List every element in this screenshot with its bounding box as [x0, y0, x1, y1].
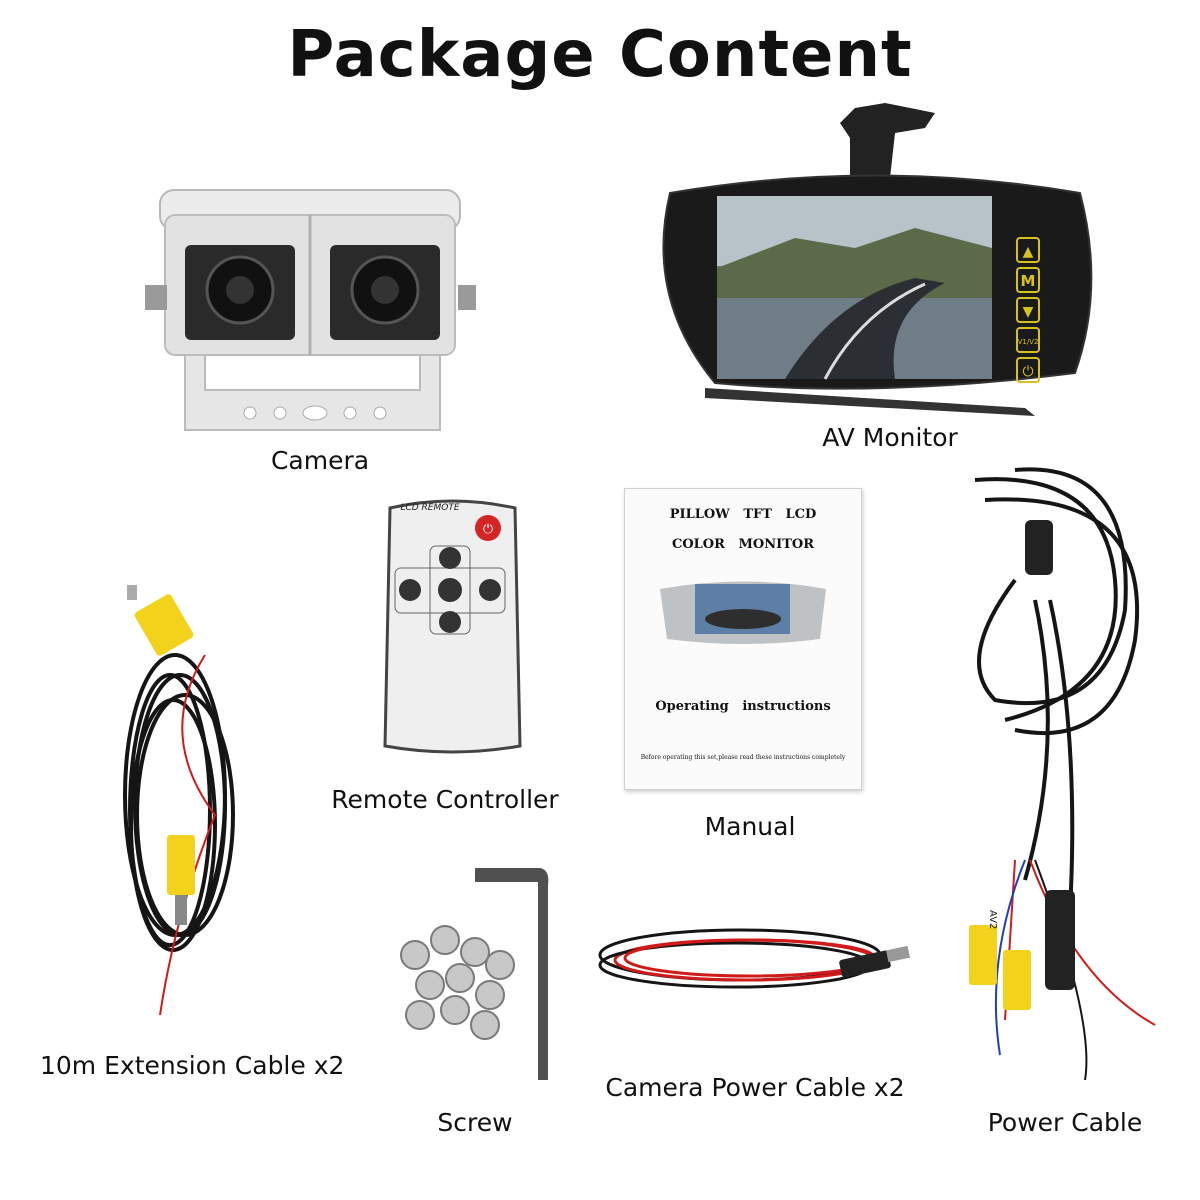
manual-title-line1: PILLOW TFT LCD [669, 507, 817, 522]
svg-text:⏻: ⏻ [483, 522, 493, 537]
extension-cable-caption: 10m Extension Cable x2 [40, 1051, 345, 1080]
monitor-button-power-label: ⏻ [1022, 364, 1033, 380]
power-cable-caption: Power Cable [987, 1108, 1143, 1137]
camera-image [130, 185, 480, 445]
av-monitor-image: ▲ M ▼ V1/V2 ⏻ [645, 98, 1105, 423]
camera-caption: Camera [270, 446, 370, 475]
remote-caption: Remote Controller [331, 785, 559, 814]
power-cable-tag: AV2 [987, 910, 998, 929]
camera-power-cable-caption: Camera Power Cable x2 [605, 1073, 905, 1102]
page-title: Package Content [287, 18, 913, 92]
extension-cable-image [115, 585, 245, 1025]
monitor-button-input-label: V1/V2 [1018, 338, 1039, 346]
manual-title-line3: Operating instructions [655, 699, 831, 714]
manual-footnote: Before operating this set,please read th… [640, 754, 846, 761]
power-cable-image: AV2 [955, 460, 1170, 1090]
monitor-caption: AV Monitor [822, 423, 958, 452]
manual-title-line2: COLOR MONITOR [672, 537, 814, 552]
screws-image [380, 860, 570, 1090]
monitor-button-down-label: ▼ [1023, 304, 1034, 320]
manual-caption: Manual [704, 812, 796, 841]
manual-image: PILLOW TFT LCD COLOR MONITOR Operating i… [624, 488, 862, 790]
screw-caption: Screw [437, 1108, 513, 1137]
camera-power-cable-image [595, 910, 925, 1020]
manual-monitor-picture [660, 581, 826, 644]
monitor-button-up-label: ▲ [1023, 244, 1034, 260]
remote-header: LCD REMOTE [400, 503, 459, 513]
monitor-button-menu-label: M [1021, 272, 1036, 290]
remote-controller-image: LCD REMOTE ⏻ [380, 496, 525, 756]
